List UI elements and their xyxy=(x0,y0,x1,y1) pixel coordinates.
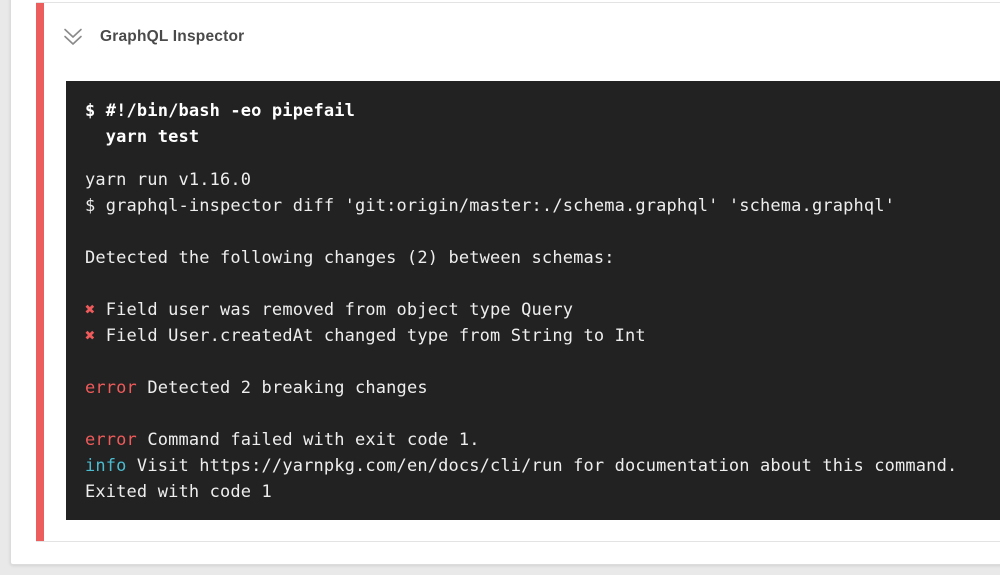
terminal-line: Detected the following changes (2) betwe… xyxy=(85,245,1000,271)
terminal-segment: yarn run v1.16.0 xyxy=(85,170,252,190)
terminal-output-block: yarn run v1.16.0 $ graphql-inspector diff… xyxy=(85,167,1000,505)
terminal-line xyxy=(85,271,1000,297)
step-title: GraphQL Inspector xyxy=(100,28,245,45)
terminal-line xyxy=(85,401,1000,427)
terminal-segment: Field User.createdAt changed type from S… xyxy=(95,326,646,346)
terminal-segment-red: ✖ xyxy=(85,326,96,346)
terminal-command-block: $ #!/bin/bash -eo pipefail yarn test xyxy=(85,98,1000,150)
terminal-line: info Visit https://yarnpkg.com/en/docs/c… xyxy=(85,453,1000,479)
terminal-segment-red: error xyxy=(85,378,137,398)
terminal-segment: Exited with code 1 xyxy=(85,482,272,502)
terminal-segment: Field user was removed from object type … xyxy=(95,300,574,320)
terminal-segment: Detected 2 breaking changes xyxy=(136,378,428,398)
terminal-line: error Detected 2 breaking changes xyxy=(85,375,1000,401)
terminal-line: ✖ Field user was removed from object typ… xyxy=(85,297,1000,323)
terminal-line: yarn run v1.16.0 xyxy=(85,167,1000,193)
terminal-line: $ graphql-inspector diff 'git:origin/mas… xyxy=(85,193,1000,219)
terminal-line: $ #!/bin/bash -eo pipefail xyxy=(85,98,1000,124)
step-row-bottom-divider xyxy=(36,541,1000,542)
terminal-segment: $ #!/bin/bash -eo pipefail xyxy=(85,101,356,121)
terminal-segment-red: error xyxy=(85,430,137,450)
terminal-line: yarn test xyxy=(85,124,1000,150)
terminal-line: ✖ Field User.createdAt changed type from… xyxy=(85,323,1000,349)
terminal-output: $ #!/bin/bash -eo pipefail yarn test yar… xyxy=(66,81,1000,520)
step-row-top-divider xyxy=(36,2,1000,3)
step-header-toggle[interactable]: GraphQL Inspector xyxy=(60,22,256,52)
terminal-segment-red: ✖ xyxy=(85,300,96,320)
terminal-segment: Visit https://yarnpkg.com/en/docs/cli/ru… xyxy=(126,456,958,476)
failed-step-indicator xyxy=(36,3,44,542)
terminal-segment: Detected the following changes (2) betwe… xyxy=(85,248,615,268)
double-chevron-down-icon[interactable] xyxy=(60,24,86,50)
terminal-line xyxy=(85,219,1000,245)
terminal-segment-cyan: info xyxy=(85,456,127,476)
terminal-line xyxy=(85,349,1000,375)
terminal-segment: Command failed with exit code 1. xyxy=(136,430,480,450)
terminal-line: error Command failed with exit code 1. xyxy=(85,427,1000,453)
terminal-segment: yarn test xyxy=(85,127,200,147)
terminal-segment: $ graphql-inspector diff 'git:origin/mas… xyxy=(85,196,896,216)
terminal-line: Exited with code 1 xyxy=(85,479,1000,505)
